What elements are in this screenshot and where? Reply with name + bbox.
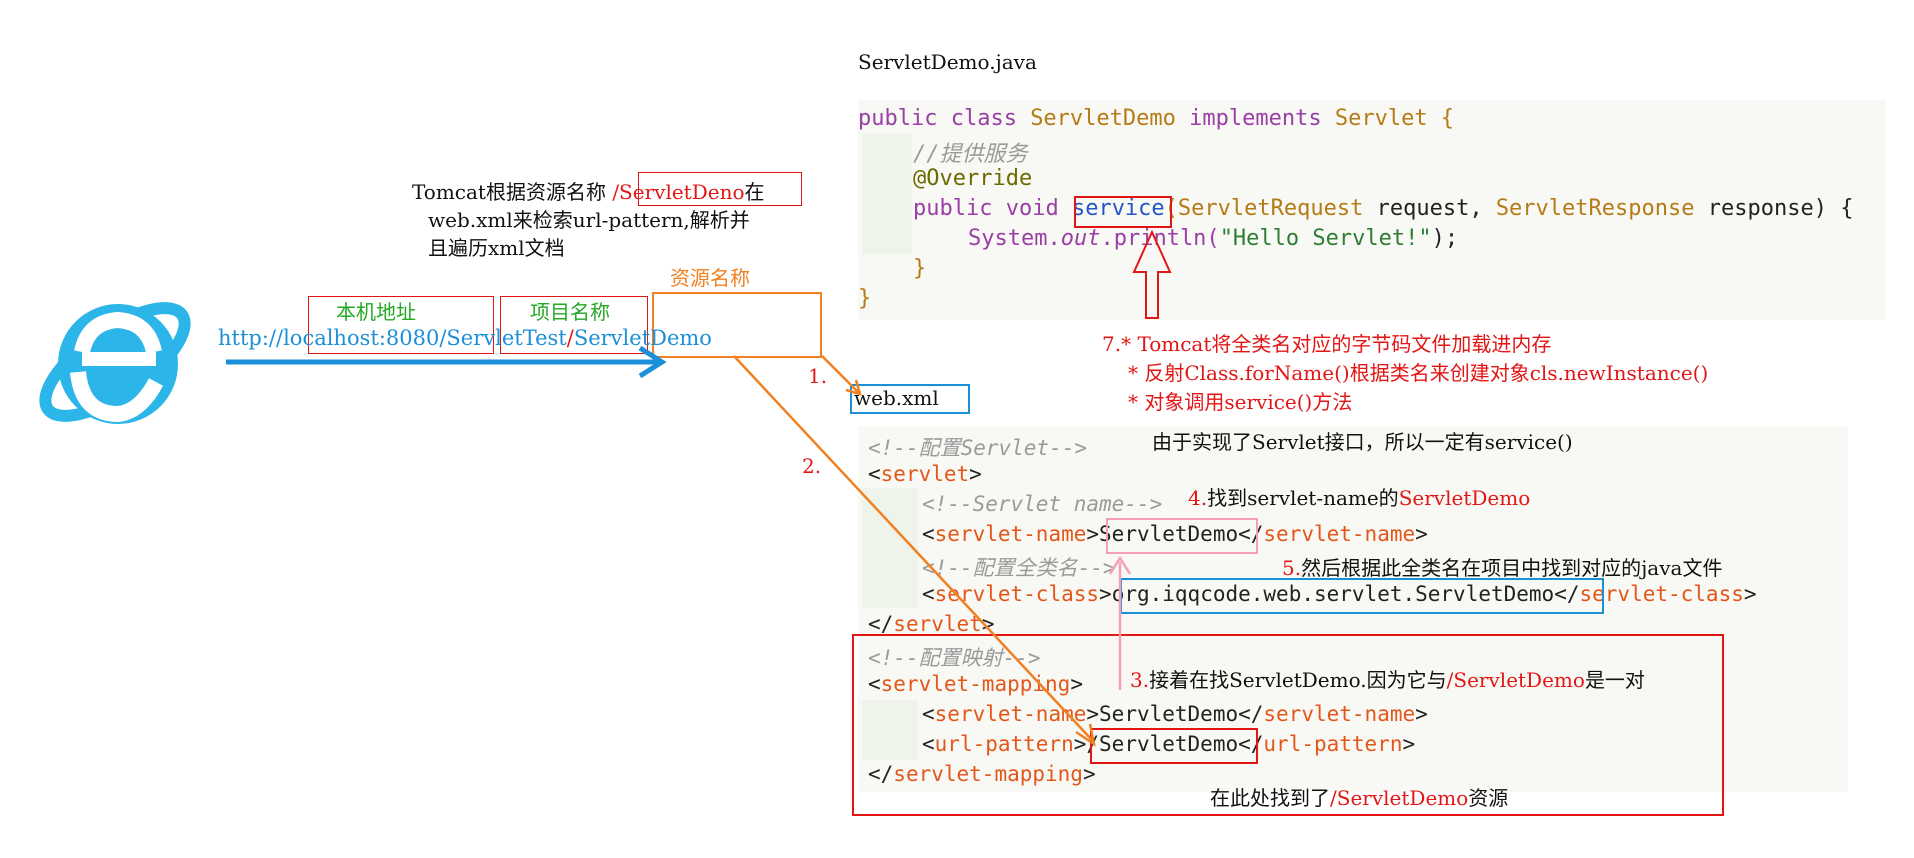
step7-line3: * 对象调用service()方法: [1128, 390, 1353, 414]
url-project: ServletTest: [446, 326, 567, 350]
tomcat-note-line2: web.xml来检索url-pattern,解析并: [428, 208, 750, 232]
xml-servlet-class-value: org.iqqcode.web.servlet.ServletDemo: [1111, 582, 1555, 606]
tomcat-note-line3: 且遍历xml文档: [428, 236, 565, 260]
tomcat-note-line1: Tomcat根据资源名称 /ServletDeno在: [412, 180, 765, 204]
internet-explorer-logo: [39, 302, 191, 424]
java-annotation: @Override: [913, 166, 1033, 191]
java-indent-guide: [862, 134, 912, 254]
servlet-name-highlight-box: [1106, 518, 1258, 554]
xml-url-pattern-value: /ServletDemo: [1086, 732, 1239, 756]
step1-label: 1.: [808, 364, 828, 388]
label-resource-name: 资源名称: [670, 266, 750, 290]
xml-servlet-close: </servlet>: [868, 612, 995, 636]
step5-note: 5.然后根据此全类名在项目中找到对应的java文件: [1282, 556, 1723, 580]
interface-note: 由于实现了Servlet接口，所以一定有service(): [1152, 430, 1573, 454]
host-box: [308, 296, 494, 354]
webxml-filename: web.xml: [854, 386, 939, 410]
service-method-name: service: [1071, 196, 1165, 221]
step3-note: 3.接着在找ServletDemo.因为它与/ServletDemo是一对: [1130, 668, 1645, 692]
java-class-close-brace: }: [858, 286, 872, 311]
found-note: 在此处找到了/ServletDemo资源: [1210, 786, 1509, 810]
java-line-class-decl: public class ServletDemo implements Serv…: [858, 106, 1455, 131]
java-filename: ServletDemo.java: [858, 50, 1037, 74]
url-resource: ServletDemo: [573, 326, 712, 350]
service-highlight-box: [1074, 196, 1172, 228]
project-box: [500, 296, 648, 354]
xml-servlet-name-value: ServletDemo: [1099, 522, 1239, 546]
java-method-close-brace: }: [913, 256, 927, 281]
label-local-address: 本机地址: [336, 300, 416, 324]
label-project-name: 项目名称: [530, 300, 610, 324]
xml-comment-class: <!--配置全类名-->: [922, 556, 1116, 580]
xml-comment-servlet-name: <!--Servlet name-->: [922, 492, 1163, 516]
url-host: localhost:8080: [283, 326, 440, 350]
step7-line2: * 反射Class.forName()根据类名来创建对象cls.newInsta…: [1128, 361, 1709, 385]
java-code-panel: [858, 100, 1886, 320]
url-text[interactable]: http://localhost:8080/ServletTest/Servle…: [218, 326, 712, 350]
xml-servlet-open: <servlet>: [868, 462, 982, 486]
xml-indent-guide-1: [862, 488, 918, 608]
xml-mapping-close: </servlet-mapping>: [868, 762, 1096, 786]
step4-note: 4.找到servlet-name的ServletDemo: [1188, 486, 1531, 510]
step2-label: 2.: [802, 454, 822, 478]
servlet-class-highlight-box: [1120, 578, 1604, 614]
xml-comment-servlet: <!--配置Servlet-->: [868, 436, 1088, 460]
java-line-service-method: public void service(ServletRequest reque…: [913, 196, 1854, 221]
java-comment: //提供服务: [913, 142, 1028, 167]
step7-line1: 7.* Tomcat将全类名对应的字节码文件加载进内存: [1102, 332, 1552, 356]
tomcat-resource-box: [638, 172, 802, 206]
java-line-println: System.out.println("Hello Servlet!");: [968, 226, 1459, 251]
